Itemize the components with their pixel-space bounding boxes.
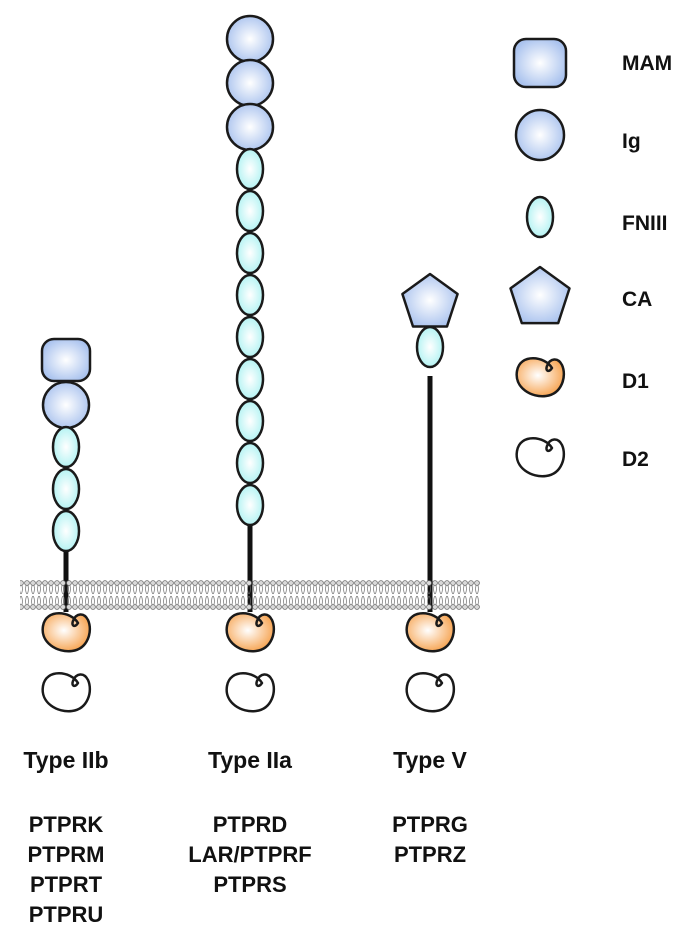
gene-label: LAR/PTPRF — [188, 842, 311, 867]
receptor-type-label: Type IIb — [23, 747, 108, 773]
legend-item-mam: MAM — [512, 37, 672, 89]
ig-domain-icon — [514, 108, 566, 162]
legend-label: FNIII — [622, 212, 668, 235]
mam-domain-icon — [512, 37, 568, 89]
fniii-domain — [235, 357, 265, 401]
d2-domain — [41, 672, 92, 713]
d2-domain — [225, 672, 276, 713]
receptor-2 — [225, 14, 276, 713]
fniii-domain — [51, 425, 81, 469]
fniii-domain-icon — [525, 195, 555, 239]
receptor-type-label: Type IIa — [208, 747, 292, 773]
cell-membrane — [20, 580, 480, 610]
fniii-domain — [235, 399, 265, 443]
ca-domain-icon — [509, 265, 571, 325]
gene-label: PTPRT — [30, 872, 103, 897]
d1-domain-icon — [515, 357, 566, 398]
fniii-domain — [235, 273, 265, 317]
d1-domain — [41, 612, 92, 653]
ig-domain — [225, 58, 275, 108]
legend-label: D2 — [622, 448, 649, 471]
ig-domain — [225, 14, 275, 64]
receptor-domains — [40, 14, 459, 713]
gene-label: PTPRM — [28, 842, 105, 867]
ig-domain — [225, 102, 275, 152]
legend-label: MAM — [622, 52, 672, 75]
fniii-domain — [235, 189, 265, 233]
gene-label: PTPRK — [29, 812, 104, 837]
d2-domain-icon — [515, 437, 566, 478]
legend-item-fn: FNIII — [525, 195, 668, 239]
ca-domain — [401, 272, 459, 328]
fniii-domain — [235, 315, 265, 359]
fniii-domain — [415, 325, 445, 369]
d2-domain — [405, 672, 456, 713]
gene-label: PTPRU — [29, 902, 104, 927]
fniii-domain — [235, 483, 265, 527]
legend-label: CA — [622, 288, 652, 311]
fniii-domain — [235, 231, 265, 275]
legend-item-d1: D1 — [515, 357, 649, 398]
d1-domain — [225, 612, 276, 653]
gene-label: PTPRS — [213, 872, 286, 897]
legend-item-ca: CA — [509, 265, 652, 325]
mam-domain — [40, 337, 92, 383]
fniii-domain — [51, 467, 81, 511]
gene-label: PTPRG — [392, 812, 468, 837]
legend-label: Ig — [622, 130, 641, 153]
legend-item-d2: D2 — [515, 437, 649, 478]
receptor-3 — [401, 272, 459, 713]
legend-label: D1 — [622, 370, 649, 393]
fniii-domain — [51, 509, 81, 553]
d1-domain — [405, 612, 456, 653]
gene-label: PTPRZ — [394, 842, 466, 867]
gene-label: PTPRD — [213, 812, 288, 837]
ig-domain — [41, 380, 91, 430]
fniii-domain — [235, 441, 265, 485]
receptor-1 — [40, 337, 92, 713]
fniii-domain — [235, 147, 265, 191]
receptor-type-label: Type V — [393, 747, 467, 773]
legend-item-ig: Ig — [514, 108, 641, 162]
